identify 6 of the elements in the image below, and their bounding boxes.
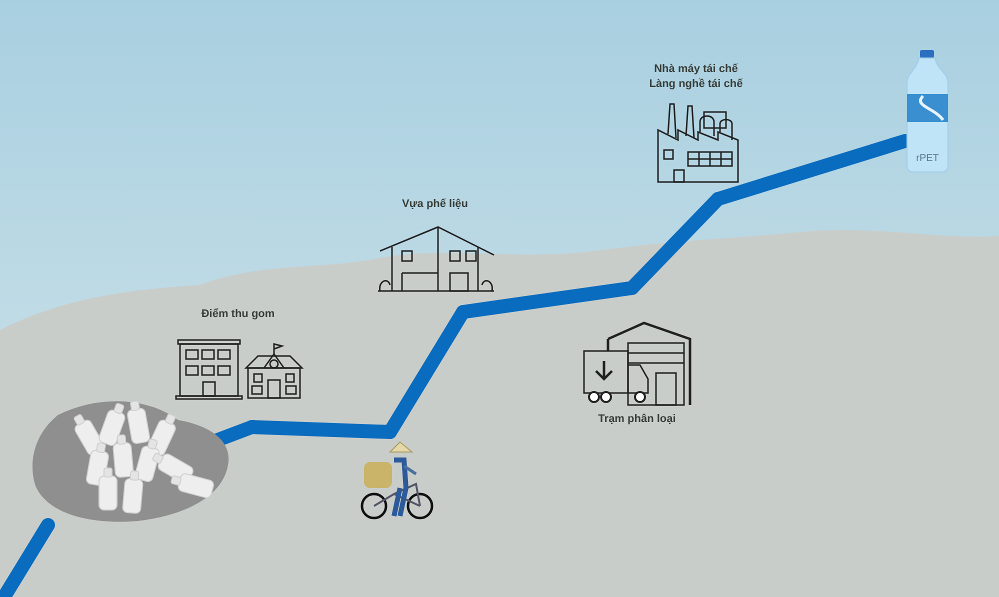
stage-label: Nhà máy tái chế Làng nghề tái chế xyxy=(648,62,744,92)
route-line xyxy=(0,518,55,597)
stage-label: Vựa phế liệu xyxy=(400,197,470,212)
stage-label: Trạm phân loại xyxy=(597,412,677,427)
bottle-label: rPET xyxy=(915,152,940,166)
stage-label: Điểm thu gom xyxy=(200,307,276,322)
